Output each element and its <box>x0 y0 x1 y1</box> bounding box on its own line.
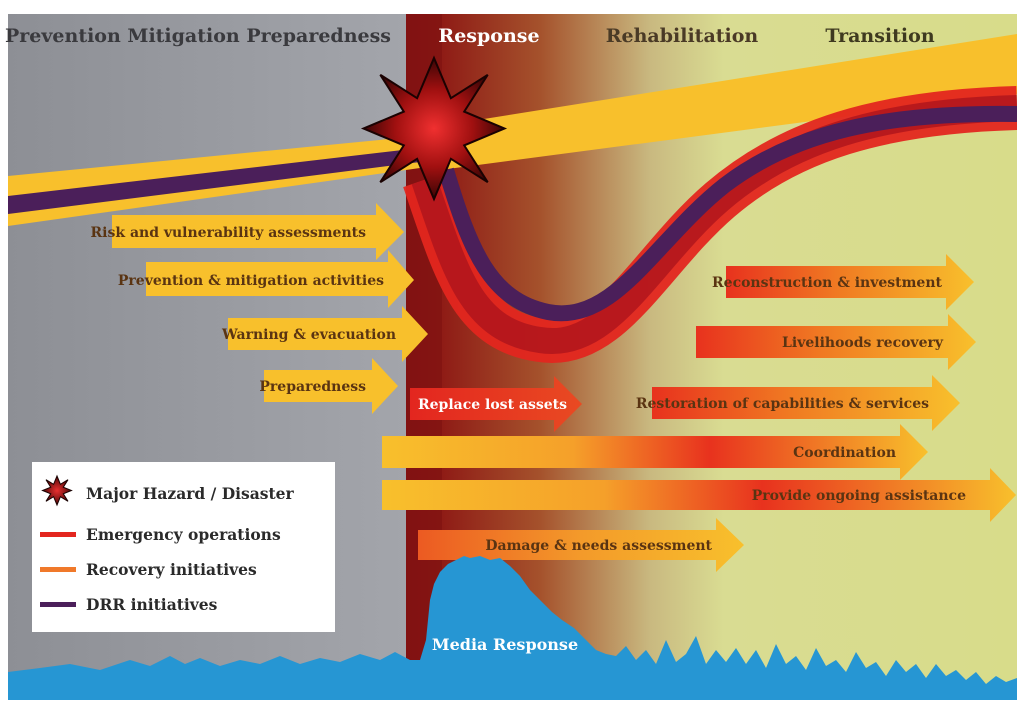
phase-title-pre: Prevention Mitigation Preparedness <box>5 25 391 47</box>
arrow-preparedness-label: Preparedness <box>259 379 366 395</box>
arrow-warning-evacuation-label: Warning & evacuation <box>221 327 396 343</box>
arrow-restoration: Restoration of capabilities & services <box>636 375 960 431</box>
arrow-restoration-label: Restoration of capabilities & services <box>636 396 929 412</box>
arrow-ongoing-assistance-label: Provide ongoing assistance <box>752 488 966 504</box>
arrow-warning-evacuation: Warning & evacuation <box>221 306 428 362</box>
arrow-risk-assessments: Risk and vulnerability assessments <box>91 203 404 260</box>
arrow-reconstruction-label: Reconstruction & investment <box>712 275 942 291</box>
legend-hazard-icon <box>41 474 73 507</box>
legend-box <box>32 462 335 632</box>
arrow-damage-assessment-label: Damage & needs assessment <box>485 538 712 554</box>
arrow-preparedness: Preparedness <box>259 358 398 414</box>
disaster-star-icon <box>360 55 508 202</box>
drr-band-after <box>438 105 1017 322</box>
legend-drr-label: DRR initiatives <box>86 595 218 614</box>
phase-title-response: Response <box>438 25 539 47</box>
legend: Major Hazard / Disaster Emergency operat… <box>32 462 335 632</box>
arrow-prevention-mitigation: Prevention & mitigation activities <box>118 250 414 308</box>
pre-disaster-arrows: Risk and vulnerability assessments Preve… <box>91 203 428 414</box>
arrow-risk-assessments-label: Risk and vulnerability assessments <box>91 225 367 241</box>
arrow-replace-lost-assets: Replace lost assets <box>410 376 582 432</box>
legend-recovery-label: Recovery initiatives <box>86 560 257 579</box>
drr-band-before <box>8 148 420 214</box>
arrow-livelihoods-recovery: Livelihoods recovery <box>696 314 976 370</box>
arrow-reconstruction: Reconstruction & investment <box>712 254 974 310</box>
arrow-coordination: Coordination <box>382 424 928 480</box>
recovery-band-after <box>440 34 1017 170</box>
arrow-livelihoods-recovery-label: Livelihoods recovery <box>782 335 944 351</box>
arrow-prevention-mitigation-label: Prevention & mitigation activities <box>118 273 384 289</box>
phase-title-transition: Transition <box>825 25 934 47</box>
phase-title-rehabilitation: Rehabilitation <box>606 25 759 47</box>
legend-drr-swatch <box>40 602 76 607</box>
media-response-label: Media Response <box>432 635 578 654</box>
arrow-coordination-label: Coordination <box>793 445 896 461</box>
phase-titles: Prevention Mitigation Preparedness Respo… <box>5 25 935 47</box>
trend-bands <box>8 34 1017 363</box>
arrow-replace-lost-assets-label: Replace lost assets <box>418 397 567 413</box>
legend-hazard-label: Major Hazard / Disaster <box>86 484 295 503</box>
legend-emergency-label: Emergency operations <box>86 525 281 544</box>
legend-emergency-swatch <box>40 532 76 537</box>
legend-recovery-swatch <box>40 567 76 572</box>
media-response-area <box>8 556 1017 700</box>
arrow-ongoing-assistance: Provide ongoing assistance <box>382 468 1016 522</box>
